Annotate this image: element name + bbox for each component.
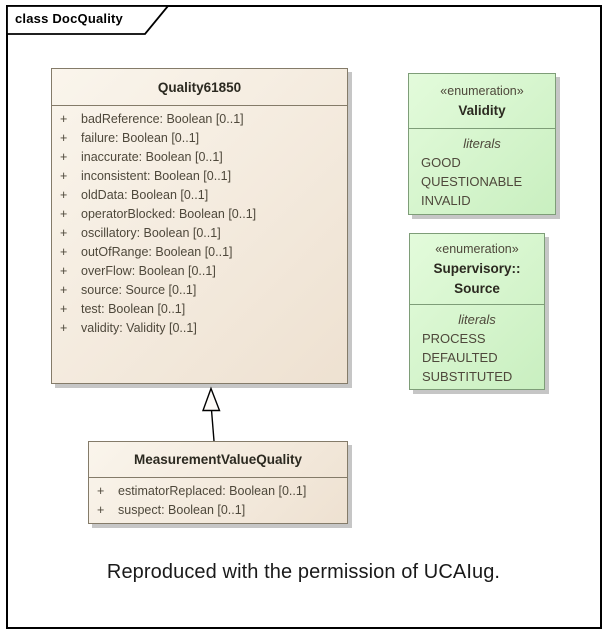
enum-stereotype: «enumeration» — [440, 83, 524, 98]
attributes-compartment: + badReference: Boolean [0..1] + failure… — [52, 106, 347, 338]
attribute-row: + test: Boolean [0..1] — [52, 300, 347, 319]
enum-literal: GOOD — [421, 155, 461, 170]
visibility-marker: + — [60, 283, 68, 297]
enum-supervisory-source: «enumeration» Supervisory:: Source liter… — [409, 233, 545, 390]
attribute-row: + inaccurate: Boolean [0..1] — [52, 148, 347, 167]
attribute-text: inconsistent: Boolean [0..1] — [81, 169, 232, 183]
literals-compartment: literals GOOD QUESTIONABLE INVALID — [409, 129, 555, 210]
attribute-text: oscillatory: Boolean [0..1] — [81, 226, 221, 240]
attribute-text: inaccurate: Boolean [0..1] — [81, 150, 223, 164]
attribute-row: + oldData: Boolean [0..1] — [52, 186, 347, 205]
visibility-marker: + — [97, 484, 105, 498]
enum-header: «enumeration» Validity — [409, 74, 555, 129]
enum-header: «enumeration» Supervisory:: Source — [410, 234, 544, 305]
enum-literal: QUESTIONABLE — [421, 174, 523, 189]
attribute-text: oldData: Boolean [0..1] — [81, 188, 209, 202]
class-title: MeasurementValueQuality — [89, 442, 347, 478]
attribute-row: + operatorBlocked: Boolean [0..1] — [52, 205, 347, 224]
literals-list: PROCESS DEFAULTED SUBSTITUTED — [410, 329, 544, 386]
visibility-marker: + — [60, 207, 68, 221]
attribute-row: + estimatorReplaced: Boolean [0..1] — [89, 482, 347, 501]
attribute-row: + oscillatory: Boolean [0..1] — [52, 224, 347, 243]
enum-literal: INVALID — [421, 193, 471, 208]
class-measurementvaluequality: MeasurementValueQuality + estimatorRepla… — [88, 441, 348, 524]
enum-literal: PROCESS — [422, 331, 486, 346]
frame-tab — [6, 5, 170, 35]
attribute-text: suspect: Boolean [0..1] — [118, 503, 246, 517]
attribute-row: + outOfRange: Boolean [0..1] — [52, 243, 347, 262]
attribute-text: badReference: Boolean [0..1] — [81, 112, 244, 126]
attribute-row: + overFlow: Boolean [0..1] — [52, 262, 347, 281]
attribute-row: + suspect: Boolean [0..1] — [89, 501, 347, 520]
visibility-marker: + — [60, 302, 68, 316]
attribute-text: validity: Validity [0..1] — [81, 321, 197, 335]
visibility-marker: + — [60, 131, 68, 145]
attribute-row: + failure: Boolean [0..1] — [52, 129, 347, 148]
attribute-text: estimatorReplaced: Boolean [0..1] — [118, 484, 307, 498]
caption-text: Reproduced with the permission of UCAIug… — [106, 561, 501, 583]
literals-label: literals — [463, 136, 501, 151]
visibility-marker: + — [60, 321, 68, 335]
attribute-text: failure: Boolean [0..1] — [81, 131, 200, 145]
attributes-compartment: + estimatorReplaced: Boolean [0..1] + su… — [89, 478, 347, 520]
attribute-text: operatorBlocked: Boolean [0..1] — [81, 207, 257, 221]
frame-tab-label: class DocQuality — [15, 11, 123, 26]
visibility-marker: + — [97, 503, 105, 517]
enum-name: Validity — [458, 102, 506, 118]
visibility-marker: + — [60, 226, 68, 240]
enum-literal: SUBSTITUTED — [422, 369, 513, 384]
literals-list: GOOD QUESTIONABLE INVALID — [409, 153, 555, 210]
enum-name: Supervisory:: Source — [433, 260, 521, 296]
attribute-row: + validity: Validity [0..1] — [52, 319, 347, 338]
literals-label: literals — [458, 312, 496, 327]
visibility-marker: + — [60, 188, 68, 202]
attribute-text: overFlow: Boolean [0..1] — [81, 264, 216, 278]
attribute-row: + source: Source [0..1] — [52, 281, 347, 300]
literals-compartment: literals PROCESS DEFAULTED SUBSTITUTED — [410, 305, 544, 386]
enum-validity: «enumeration» Validity literals GOOD QUE… — [408, 73, 556, 215]
visibility-marker: + — [60, 169, 68, 183]
enum-literal: DEFAULTED — [422, 350, 498, 365]
attribute-text: test: Boolean [0..1] — [81, 302, 186, 316]
enum-stereotype: «enumeration» — [435, 241, 519, 256]
attribute-text: outOfRange: Boolean [0..1] — [81, 245, 233, 259]
class-title: Quality61850 — [52, 69, 347, 106]
attribute-text: source: Source [0..1] — [81, 283, 197, 297]
attribute-row: + badReference: Boolean [0..1] — [52, 110, 347, 129]
visibility-marker: + — [60, 150, 68, 164]
class-quality61850: Quality61850 + badReference: Boolean [0.… — [51, 68, 348, 384]
visibility-marker: + — [60, 112, 68, 126]
visibility-marker: + — [60, 245, 68, 259]
visibility-marker: + — [60, 264, 68, 278]
attribute-row: + inconsistent: Boolean [0..1] — [52, 167, 347, 186]
